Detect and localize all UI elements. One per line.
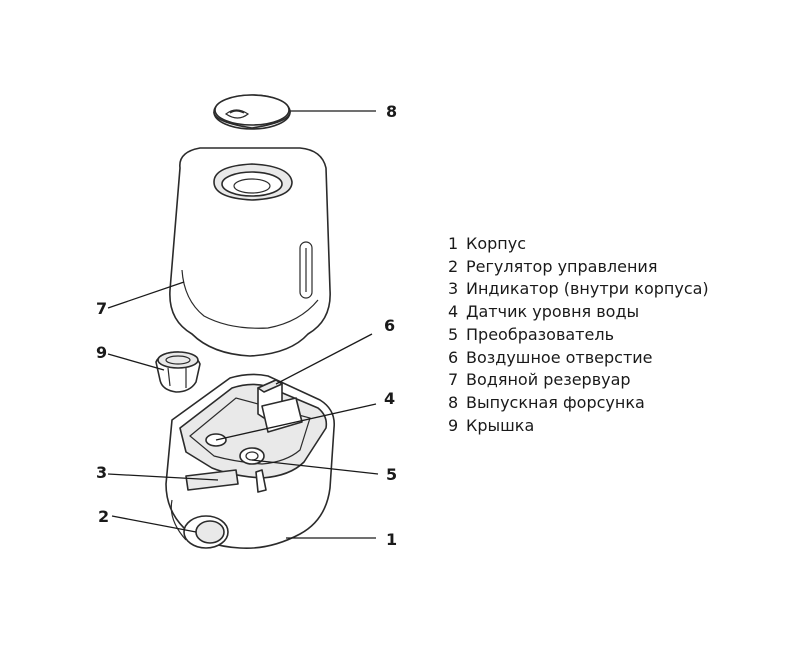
callout-7: 7 (96, 299, 107, 318)
leader-5 (251, 459, 379, 475)
leader-3 (107, 473, 219, 481)
legend-label: Регулятор управления (466, 256, 658, 276)
legend-label: Датчик уровня воды (466, 302, 640, 322)
callout-2: 2 (98, 507, 109, 526)
callout-5: 5 (386, 465, 397, 484)
leader-2 (111, 515, 197, 533)
callout-1: 1 (386, 530, 397, 549)
legend-label: Водяной резервуар (466, 370, 631, 390)
legend-label: Крышка (466, 415, 535, 435)
leader-6 (275, 333, 373, 385)
leader-lines (107, 110, 379, 539)
leader-9 (107, 353, 165, 371)
callout-4: 4 (384, 389, 395, 408)
outlet-nozzle-part (213, 94, 291, 130)
legend-label: Индикатор (внутри корпуса) (466, 279, 709, 299)
legend-label: Корпус (466, 234, 527, 253)
water-tank-part (169, 147, 331, 357)
callout-numbers: 8 7 6 9 4 3 5 2 1 (96, 102, 397, 549)
callout-8: 8 (386, 102, 397, 121)
callout-6: 6 (384, 316, 395, 335)
legend-label: Преобразователь (466, 324, 614, 344)
legend-label: Воздушное отверстие (466, 347, 653, 367)
leader-4 (215, 403, 377, 441)
cap-part (155, 351, 201, 393)
callout-9: 9 (96, 343, 107, 362)
leader-7 (107, 281, 185, 309)
base-body-part (165, 373, 336, 550)
callout-3: 3 (96, 463, 107, 482)
legend-label: Выпускная форсунка (466, 392, 645, 412)
